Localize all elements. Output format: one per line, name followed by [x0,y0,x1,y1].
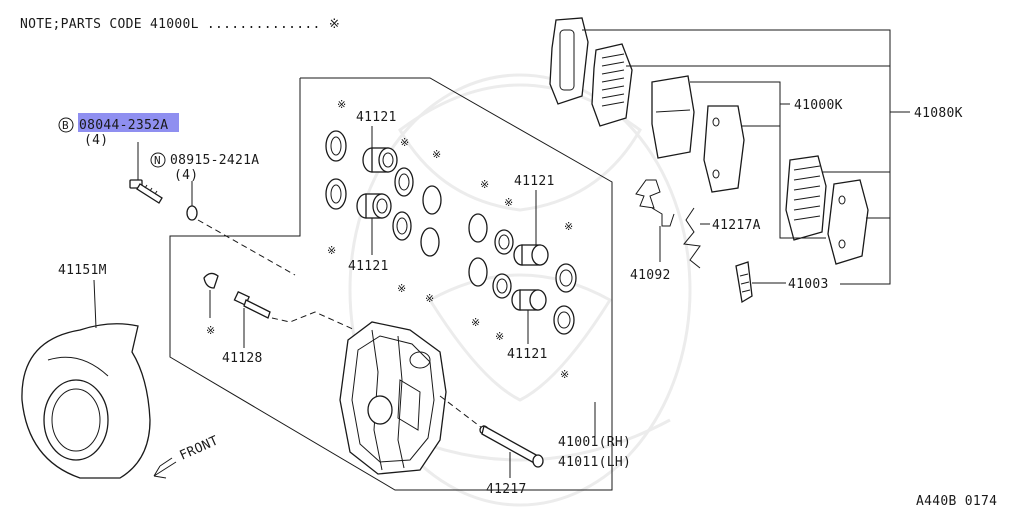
washer-part [186,205,198,221]
caliper-body-part [339,321,447,475]
svg-text:41121: 41121 [356,110,397,125]
svg-text:※: ※ [206,324,215,337]
bolt-quantity: (4) [84,133,108,148]
parts-code-note: NOTE;PARTS CODE 41000L .............. ※ [20,17,340,32]
svg-text:※: ※ [397,282,406,295]
part-label-pad-kit[interactable]: 41000K [794,98,843,113]
watermark-emblem [348,73,692,507]
svg-text:41128: 41128 [222,351,263,366]
caliper-assembly-outline [169,77,613,491]
svg-text:※: ※ [432,148,441,161]
part-label-seal-kit-mid[interactable]: 41121 [514,174,555,189]
part-label-shim[interactable]: 41003 [788,277,829,292]
svg-text:※: ※ [471,316,480,329]
svg-text:41121: 41121 [507,347,548,362]
bolt-part [129,179,163,204]
svg-text:※: ※ [564,220,573,233]
part-label-seal-kit-left[interactable]: 41121 [348,259,389,274]
svg-text:41121: 41121 [348,259,389,274]
part-label-clip[interactable]: 41092 [630,268,671,283]
pad-kit-bracket-lines [582,29,910,285]
svg-text:※: ※ [560,368,569,381]
svg-text:41151M: 41151M [58,263,107,278]
shim-part [735,261,753,304]
part-label-seal-kit-bottom[interactable]: 41121 [507,347,548,362]
part-number-bolt: 08044-2352A [79,118,168,133]
part-label-pad-set[interactable]: 41080K [914,106,963,121]
kit-marks: ※ ※ ※ ※ ※ ※ ※ ※ ※ ※ ※ ※ ※ [206,98,573,381]
svg-text:41011(LH): 41011(LH) [558,455,631,470]
svg-text:※: ※ [400,136,409,149]
part-label-caliper[interactable]: 41001(RH) 41011(LH) [558,435,631,470]
baffle-plate-part [21,323,151,479]
front-direction-indicator: FRONT [153,433,221,479]
svg-text:FRONT: FRONT [178,433,221,463]
clip-part [635,179,675,227]
part-label-bolt[interactable]: B 08044-2352A (4) [58,113,179,148]
svg-text:※: ※ [425,292,434,305]
svg-text:41092: 41092 [630,268,671,283]
selection-highlight [78,113,179,132]
svg-text:41121: 41121 [514,174,555,189]
brake-pad-set-part [549,17,869,265]
svg-text:41217: 41217 [486,482,527,497]
pin-part [479,425,544,468]
svg-text:※: ※ [504,196,513,209]
spring-part [683,207,701,269]
part-label-bleeder[interactable]: 41128 [222,351,263,366]
diagram-code: A440B 0174 [916,494,997,509]
svg-text:41080K: 41080K [914,106,963,121]
washer-quantity: (4) [174,168,198,183]
svg-text:※: ※ [495,330,504,343]
svg-text:41217A: 41217A [712,218,761,233]
part-label-baffle[interactable]: 41151M [58,263,107,278]
svg-text:※: ※ [337,98,346,111]
piston-seal-group-lower [468,213,577,335]
bleeder-cap-part [203,272,219,289]
piston-seal-group-upper [325,130,442,257]
svg-text:41001(RH): 41001(RH) [558,435,631,450]
part-label-washer[interactable]: N 08915-2421A (4) [150,152,259,183]
part-number-washer: 08915-2421A [170,153,259,168]
svg-text:※: ※ [480,178,489,191]
svg-text:41003: 41003 [788,277,829,292]
svg-text:41000K: 41000K [794,98,843,113]
bleeder-screw-part [233,290,271,319]
svg-text:N: N [154,154,161,167]
svg-text:B: B [62,119,69,132]
part-label-spring[interactable]: 41217A [712,218,761,233]
svg-text:※: ※ [327,244,336,257]
part-label-seal-kit-top[interactable]: 41121 [356,110,397,125]
part-label-pin[interactable]: 41217 [486,482,527,497]
